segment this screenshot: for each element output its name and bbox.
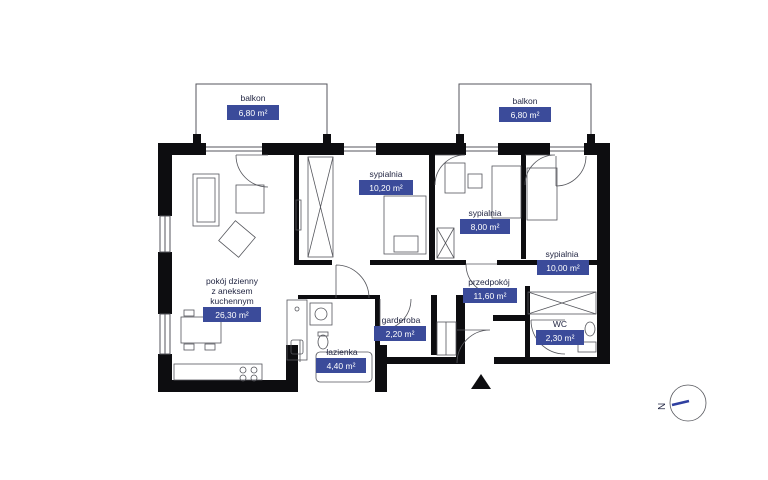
label-wc: WC xyxy=(553,319,567,329)
area-sypialnia-1: 10,20 m² xyxy=(369,183,403,193)
area-pokoj-dzienny: 26,30 m² xyxy=(215,310,249,320)
area-przedpokoj: 11,60 m² xyxy=(474,291,507,301)
label-pokoj-dzienny-line2: z aneksem xyxy=(211,286,252,296)
label-garderoba: garderoba xyxy=(382,315,421,325)
badge-balkon-left xyxy=(227,105,279,120)
balcony-right xyxy=(458,83,592,143)
badge-garderoba xyxy=(374,326,426,341)
label-sypialnia-3: sypialnia xyxy=(545,249,578,259)
area-lazienka: 4,40 m² xyxy=(327,361,356,371)
badge-lazienka xyxy=(316,358,366,373)
area-balkon-right: 6,80 m² xyxy=(511,110,540,120)
top-windows xyxy=(206,146,584,152)
label-przedpokoj: przedpokój xyxy=(468,277,510,287)
left-windows xyxy=(159,215,171,355)
badge-sypialnia-1 xyxy=(359,180,413,195)
label-pokoj-dzienny-line3: kuchennym xyxy=(210,296,253,306)
badge-przedpokoj xyxy=(463,288,517,303)
area-sypialnia-2: 8,00 m² xyxy=(471,222,500,232)
compass-icon: N xyxy=(657,384,707,422)
label-pokoj-dzienny-line1: pokój dzienny xyxy=(206,276,259,286)
area-garderoba: 2,20 m² xyxy=(386,329,415,339)
label-sypialnia-2: sypialnia xyxy=(468,208,501,218)
area-wc: 2,30 m² xyxy=(546,333,575,343)
living-room-furniture xyxy=(180,173,265,351)
label-balkon-left: balkon xyxy=(240,93,265,103)
balcony-left xyxy=(195,83,328,143)
badge-pokoj-dzienny xyxy=(203,307,261,322)
label-balkon-right: balkon xyxy=(512,96,537,106)
area-balkon-left: 6,80 m² xyxy=(239,108,268,118)
exterior-walls xyxy=(158,143,610,392)
badge-sypialnia-2 xyxy=(460,219,510,234)
compass-label: N xyxy=(657,403,668,410)
label-lazienka: łazienka xyxy=(326,347,357,357)
bedroom-furniture xyxy=(383,162,558,255)
badge-balkon-right xyxy=(499,107,551,122)
area-sypialnia-3: 10,00 m² xyxy=(546,263,580,273)
entrance-arrow-icon xyxy=(471,374,491,389)
label-sypialnia-1: sypialnia xyxy=(369,169,402,179)
badge-sypialnia-3 xyxy=(537,260,589,275)
fixtures xyxy=(173,156,597,382)
badge-wc xyxy=(536,330,584,345)
